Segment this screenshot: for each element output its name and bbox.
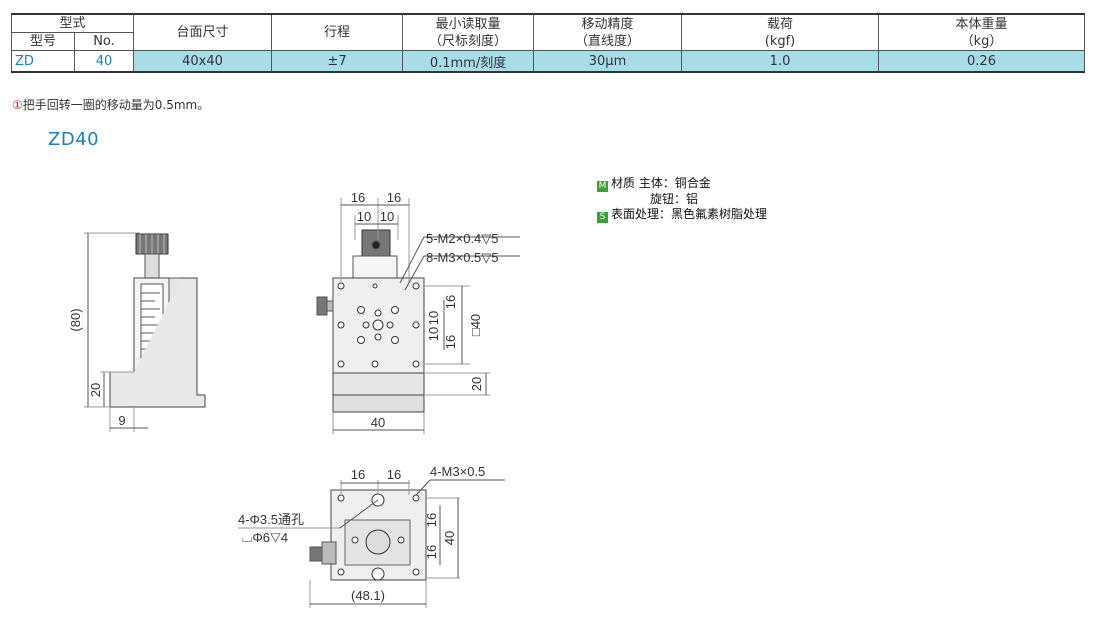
dim-bottom-m3: 4-M3×0.5 [430, 464, 485, 479]
dim-front-20: 20 [469, 377, 484, 391]
dim-front-v16b: 16 [443, 335, 458, 349]
dim-front-10a: 10 [357, 209, 371, 224]
header-min-reading: 最小读取量（尺标刻度） [402, 13, 535, 51]
header-stroke: 行程 [271, 13, 404, 51]
surface-badge-icon: S [597, 212, 608, 223]
material-text: 材质 主体：铜合金 [611, 176, 711, 190]
surface-text: 表面处理：黑色氟素树脂处理 [611, 207, 768, 221]
model-title: ZD40 [48, 129, 100, 150]
header-table-size: 台面尺寸 [133, 13, 273, 51]
header-weight: 本体重量（kg） [878, 13, 1086, 51]
cell-min-reading: 0.1mm/刻度 [402, 50, 535, 73]
dim-front-40: 40 [371, 415, 385, 430]
dim-front-v10b: 10 [426, 327, 441, 341]
dim-bottom-v16a: 16 [424, 513, 439, 527]
header-accuracy: 移动精度（直线度） [533, 13, 683, 51]
dim-bottom-hole: 4-Φ3.5通孔 [238, 512, 304, 527]
front-view [316, 198, 520, 434]
dim-front-sq40: □40 [468, 314, 483, 336]
header-min-reading-1: 最小读取量 [435, 16, 501, 32]
dim-side-9: 9 [118, 413, 125, 428]
cell-model: ZD [11, 50, 75, 73]
dim-front-m3: 8-M3×0.5▽5 [426, 250, 499, 265]
note-mark: ① [12, 98, 23, 112]
header-accuracy-1: 移动精度 [581, 16, 634, 32]
cell-weight: 0.26 [878, 50, 1086, 73]
dim-bottom-cbore: ⌴Φ6▽4 [242, 530, 288, 545]
dim-bottom-16b: 16 [387, 467, 401, 482]
dim-bottom-v16b: 16 [424, 545, 439, 559]
header-load-2: (kgf) [764, 33, 796, 49]
bottom-view [238, 479, 505, 608]
side-view [84, 232, 206, 432]
dim-side-20: 20 [88, 383, 103, 397]
dim-front-16a: 16 [351, 190, 365, 205]
dim-bottom-40: 40 [442, 531, 457, 545]
header-load: 载荷(kgf) [681, 13, 880, 51]
dim-front-m2: 5-M2×0.4▽5 [426, 231, 499, 246]
cell-accuracy: 30μm [533, 50, 683, 73]
dim-front-10b: 10 [380, 209, 394, 224]
dim-front-16b: 16 [387, 190, 401, 205]
note-text: 把手回转一圈的移动量为0.5mm。 [22, 98, 210, 112]
dim-front-v16a: 16 [443, 295, 458, 309]
spec-table: 型式 台面尺寸 行程 最小读取量（尺标刻度） 移动精度（直线度） 载荷(kgf)… [10, 13, 1086, 73]
dim-bottom-16a: 16 [351, 467, 365, 482]
header-accuracy-2: （直线度） [575, 33, 641, 49]
header-model: 型号 [11, 32, 75, 51]
header-load-1: 载荷 [767, 16, 794, 32]
header-min-reading-2: （尺标刻度） [429, 33, 508, 49]
cell-load: 1.0 [681, 50, 880, 73]
dim-bottom-481: (48.1) [351, 588, 385, 603]
dim-side-80: (80) [68, 308, 83, 331]
cell-stroke: ±7 [271, 50, 404, 73]
header-weight-1: 本体重量 [955, 16, 1008, 32]
cell-table-size: 40x40 [133, 50, 273, 73]
knob-material: 旋钮：铝 [650, 192, 699, 206]
dim-front-v10a: 10 [426, 311, 441, 325]
handle-note: ①把手回转一圈的移动量为0.5mm。 [12, 96, 209, 113]
header-weight-2: （kg） [960, 33, 1003, 49]
cell-no: 40 [73, 50, 135, 73]
header-type-group: 型式 [10, 13, 135, 33]
material-badge-icon: M [597, 181, 608, 192]
header-no: No. [73, 32, 135, 51]
